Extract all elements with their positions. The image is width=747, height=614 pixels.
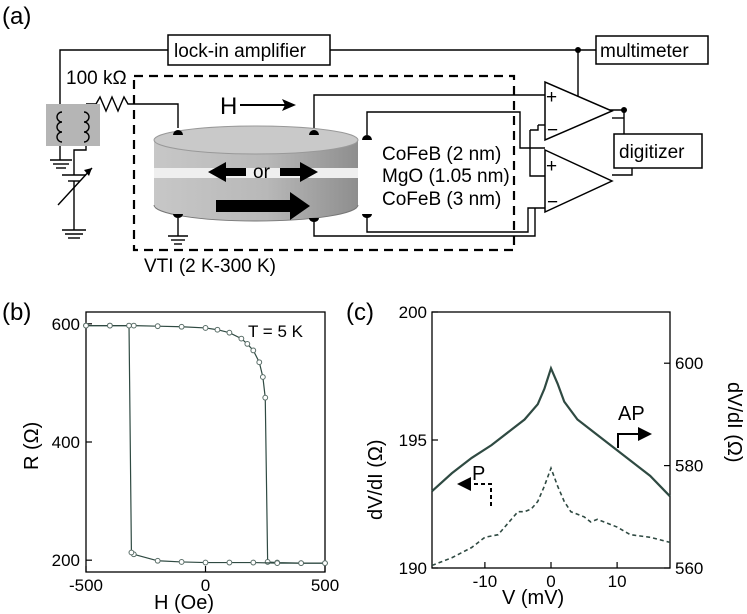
vti-dashed-box [132,74,516,252]
panel-label-a: (a) [2,3,31,30]
b-data-point [128,549,135,556]
panel-c-series [431,365,671,567]
b-data-point [178,559,185,565]
multimeter-label: multimeter [600,41,689,62]
c-xtick-label: 0 [546,572,555,591]
panel-b-frame [85,311,326,573]
b-data-point [226,329,233,336]
panel-b-xlabel: H (Oe) [154,592,214,614]
layer-label-top: CoFeB (2 nm) [382,144,501,165]
amp-bottom-minus: − [547,192,558,213]
c-ytick-left-label: 200 [399,303,427,322]
c-series-line-AP [431,365,671,498]
b-data-point [259,374,266,380]
b-xtick-label: 500 [311,576,339,595]
b-ytick-label: 600 [52,315,80,334]
p-arrowhead-icon [457,477,471,491]
or-label: or [253,162,271,183]
wiring [50,49,633,245]
b-series-line-1 [86,324,325,564]
c-ytick-right-label: 580 [675,457,703,476]
p-arrow-icon [468,483,492,506]
b-data-point [244,341,251,347]
b-data-point [256,359,263,366]
panel-b-series [83,322,328,567]
panel-a-schematic: (a) lock-in amplifier multimeter digitiz… [2,3,709,277]
b-data-point [262,394,269,401]
layer-label-bottom: CoFeB (3 nm) [382,189,501,210]
layer-label-middle: MgO (1.05 nm) [382,166,510,187]
b-data-point [264,559,271,565]
b-data-point [154,323,161,330]
b-data-point [322,560,328,567]
b-data-point [107,322,113,329]
b-data-point [202,559,209,566]
b-data-point [126,322,132,329]
b-data-point [226,559,233,566]
b-series-line-0 [86,324,325,564]
digitizer-label: digitizer [619,142,685,163]
b-data-point [202,325,209,331]
b-data-point [298,560,305,567]
c-ytick-right-label: 560 [675,559,703,578]
b-ytick-label: 200 [52,551,80,570]
multimeter-box [595,35,709,65]
transformer-coil-icon [56,111,90,143]
amp-top-plus: + [546,87,557,108]
b-data-point [130,322,137,329]
panel-b-annotation: T = 5 K [248,322,304,341]
b-xtick-label: 0 [201,576,210,595]
panel-c-annotation-p: P [472,463,485,485]
lock-in-amplifier-label: lock-in amplifier [174,41,307,62]
c-xtick-label: 10 [608,572,627,591]
panel-c-annotation-ap: AP [618,403,645,425]
b-data-point [238,335,245,342]
amp-top-minus: − [547,120,558,141]
contact-pads [173,130,372,222]
c-series-line-P [431,465,671,567]
b-data-point [83,322,89,329]
panel-c-ylabel-right: dV/dI (Ω) [723,382,745,463]
variable-source-arrow [84,168,92,176]
b-ytick-label: 400 [52,433,80,452]
fixed-layer-arrow-icon [216,192,310,220]
c-ytick-left-label: 190 [399,559,427,578]
transformer-block [46,104,100,146]
panel-label-b: (b) [2,299,31,326]
panel-c-ticks: -10 0 10 190 195 200 560 580 600 [399,303,704,591]
amp-bottom-plus: + [546,156,557,177]
b-data-point [154,557,161,564]
junction-dots [575,47,627,113]
panel-c-chart: (c) V (mV) dV/dI (Ω) dV/dI (Ω) -10 0 10 190… [346,299,745,609]
panel-c-ylabel-left: dV/dI (Ω) [365,439,387,520]
c-ytick-left-label: 195 [399,431,427,450]
panel-b-ticks: -500 0 500 200 400 600 [52,315,340,595]
c-ytick-right-label: 600 [675,354,703,373]
panel-c-xlabel: V (mV) [502,587,564,609]
ap-arrow-icon [617,433,640,448]
free-layer-double-arrow-icon [208,162,318,182]
ap-arrowhead-icon [638,427,652,441]
panel-c-frame [431,311,671,569]
amplifier-bottom-icon [544,148,614,214]
digitizer-box [613,133,703,169]
c-xtick-label: -10 [473,572,498,591]
panel-label-c: (c) [346,299,374,326]
panel-b-ylabel: R (Ω) [21,422,43,470]
b-xtick-label: -500 [69,576,103,595]
b-data-point [178,323,185,330]
vti-label: VTI (2 K-300 K) [144,256,276,277]
field-arrowhead-icon [282,99,296,111]
mtj-disk [153,125,359,222]
resistor-label: 100 kΩ [66,68,127,89]
b-data-point [250,347,257,354]
b-data-point [274,560,281,567]
b-data-point [214,326,221,333]
amplifier-top-icon [544,80,614,142]
field-label: H [220,93,237,120]
panel-b-chart: (b) T = 5 K H (Oe) R (Ω) -500 0 500 200 400 6… [2,299,339,614]
b-data-point [250,559,257,566]
